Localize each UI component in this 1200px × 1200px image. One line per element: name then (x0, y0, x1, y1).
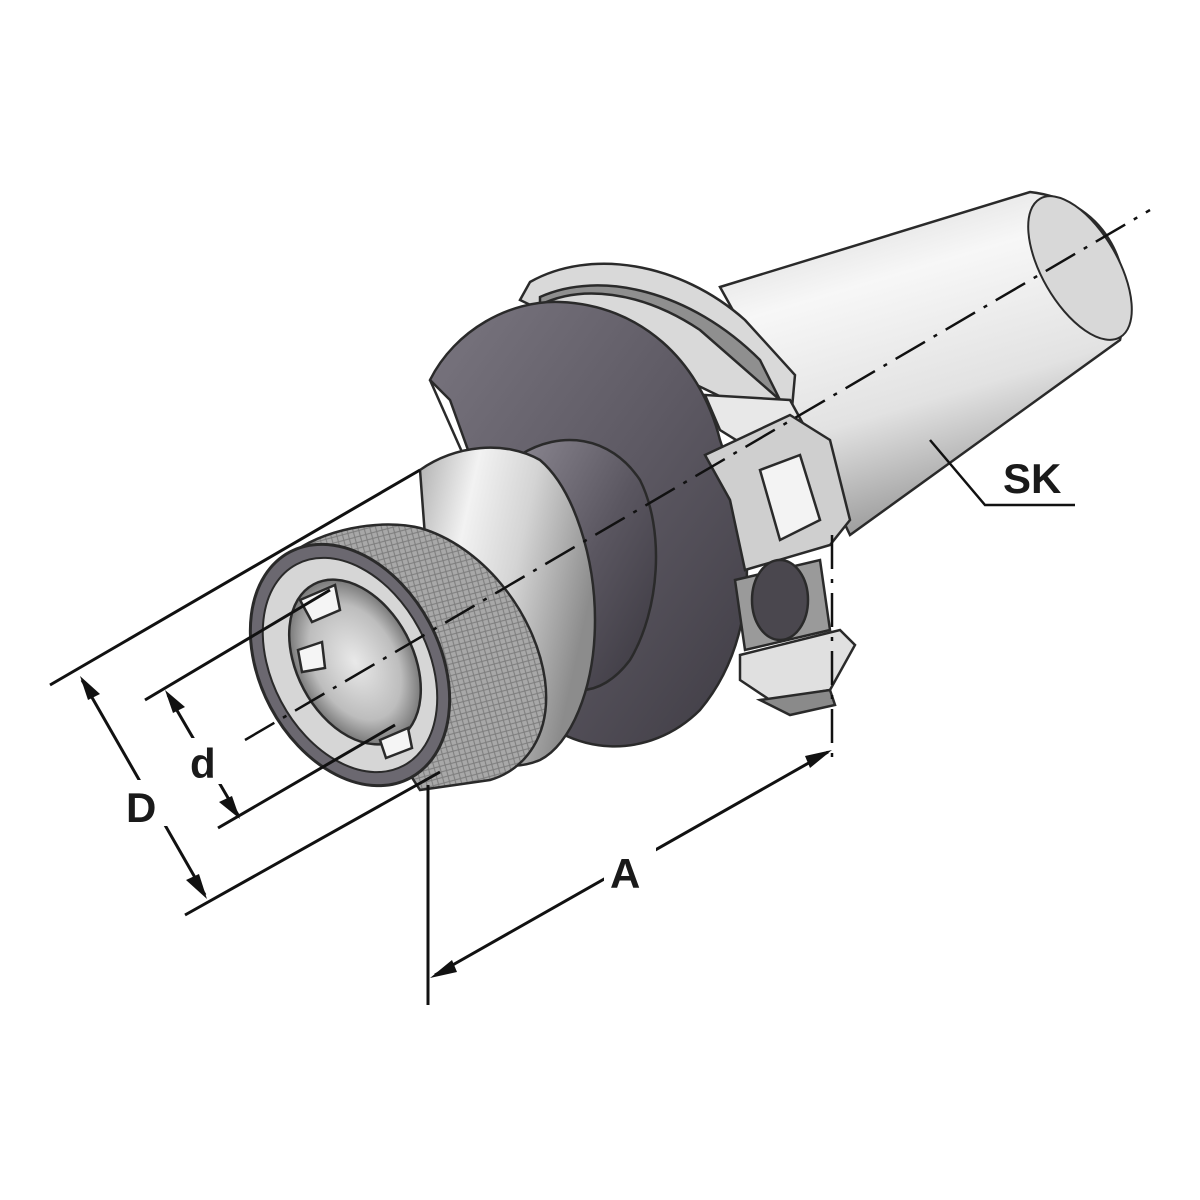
sk-leader-line (929, 439, 1075, 507)
d-bore-label: d (190, 740, 216, 787)
dimension-length: A (426, 535, 834, 1005)
taper-end-face (1027, 195, 1133, 341)
d-outer-extension-bottom (184, 770, 441, 917)
d-outer-arrow-top (80, 676, 100, 700)
clamping-nut (248, 523, 548, 792)
sk-label: SK (1003, 455, 1061, 502)
dimension-bore-diameter: d (144, 588, 396, 830)
a-arrow-right (805, 750, 832, 768)
d-outer-label: D (126, 784, 156, 831)
d-bore-arrow-top (165, 690, 185, 713)
dimension-outer-diameter: D (49, 468, 441, 917)
center-axis (244, 208, 1151, 742)
d-outer-arrow-bottom (186, 874, 207, 899)
a-arrow-left (430, 960, 457, 978)
d-bore-arrow-bottom (219, 796, 240, 819)
sk-callout: SK (929, 439, 1075, 507)
d-bore-extension-bottom (217, 723, 396, 830)
drive-slot-blocks (703, 413, 857, 717)
d-outer-extension-top (49, 468, 421, 687)
a-label: A (610, 850, 640, 897)
orientation-hole (750, 558, 810, 642)
d-bore-extension-top (144, 588, 331, 702)
